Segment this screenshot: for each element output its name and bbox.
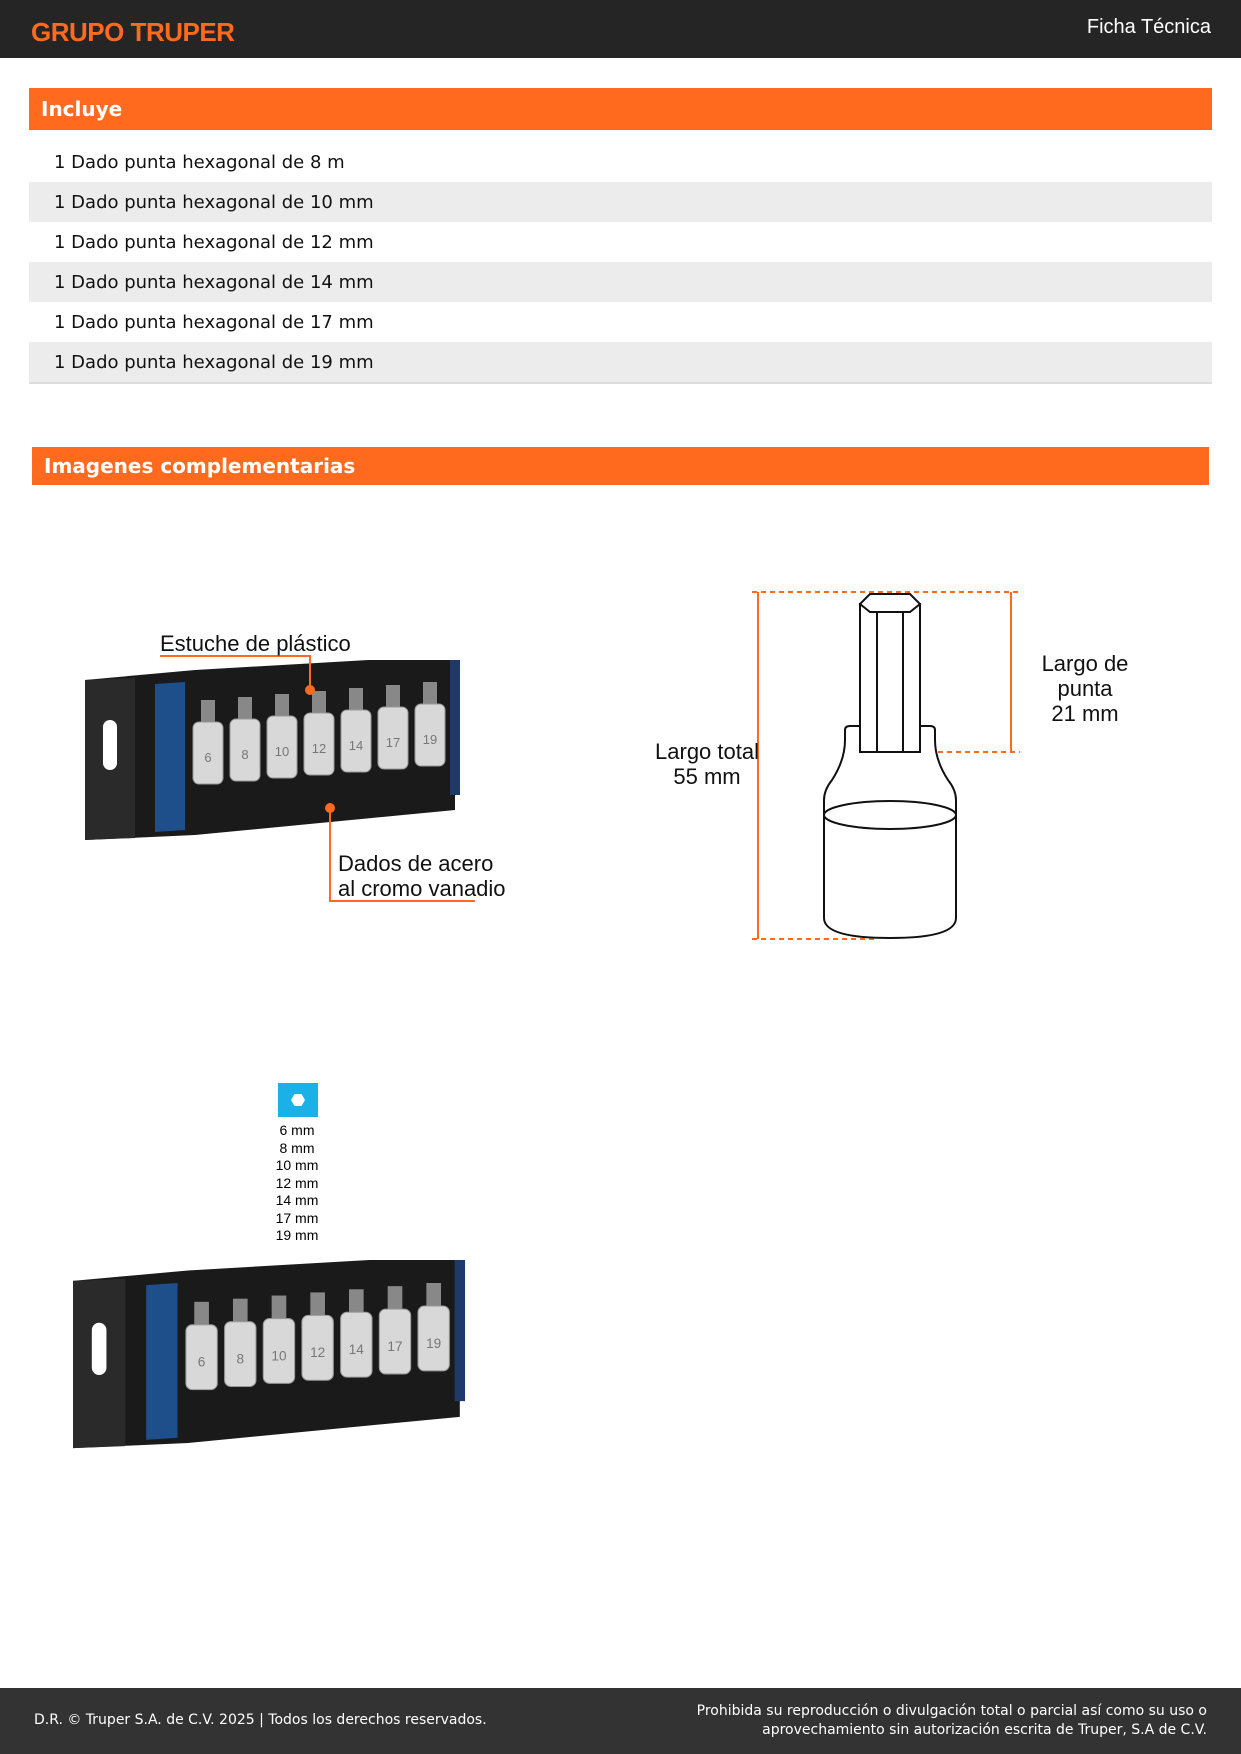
socket-hex-bit [423, 682, 437, 707]
socket-hex-bit [194, 1301, 209, 1328]
list-item: 1 Dado punta hexagonal de 17 mm [54, 311, 374, 333]
socket-size-number: 8 [241, 747, 248, 762]
socket [417, 1305, 450, 1372]
footer: D.R. © Truper S.A. de C.V. 2025 | Todos … [0, 1688, 1241, 1754]
socket [266, 715, 298, 779]
socket [378, 1308, 412, 1375]
section-includes-header: Incluye [29, 88, 1212, 130]
socket [377, 706, 409, 770]
footer-copyright: D.R. © Truper S.A. de C.V. 2025 | Todos … [34, 1712, 487, 1728]
socket-size-number: 19 [423, 732, 437, 747]
size-item: 12 mm [275, 1174, 319, 1191]
label-sockets-line1: Dados de acero [338, 851, 494, 876]
socket-size-number: 6 [204, 750, 211, 765]
includes-list: 1 Dado punta hexagonal de 8 m 1 Dado pun… [29, 142, 1212, 384]
socket [224, 1321, 257, 1388]
socket [414, 703, 446, 767]
list-item: 1 Dado punta hexagonal de 8 m [54, 151, 345, 173]
socket-size-number: 10 [271, 1348, 287, 1363]
socket-size-number: 19 [426, 1336, 441, 1351]
section-images-header: Imagenes complementarias [32, 447, 1209, 485]
socket-size-number: 14 [349, 738, 363, 753]
socket-hex-bit [349, 688, 363, 713]
total-length-value: 55 mm [673, 764, 741, 789]
socket [185, 1324, 218, 1391]
socket [262, 1318, 296, 1384]
socket-size-number: 14 [349, 1342, 365, 1357]
socket [229, 718, 261, 782]
footer-legal: Prohibida su reproducción o divulgación … [697, 1702, 1207, 1740]
socket-size-number: 10 [275, 744, 289, 759]
size-item: 6 mm [279, 1122, 315, 1138]
socket-size-number: 8 [236, 1352, 244, 1367]
socket-set-image-2: 6 8 10 12 14 17 19 [73, 1260, 466, 1449]
hex-drive-icon [278, 1083, 318, 1117]
document-title: Ficha Técnica [1086, 16, 1211, 38]
size-item: 8 mm [279, 1139, 315, 1156]
size-list: 6 mm 8 mm 10 mm 12 mm 14 mm 17 mm 19 mm [262, 1122, 332, 1245]
socket-hex-bit [312, 691, 326, 716]
list-item: 1 Dado punta hexagonal de 19 mm [29, 342, 1212, 382]
socket [340, 1311, 373, 1378]
size-item: 19 mm [275, 1227, 319, 1243]
label-sockets-line2: al cromo vanadio [338, 876, 506, 901]
total-length-label: Largo total [655, 739, 759, 764]
size-item: 14 mm [275, 1192, 319, 1208]
socket-hex-bit [275, 694, 289, 719]
socket-hex-bit [387, 1286, 403, 1313]
socket-set-image-1: 6 8 10 12 14 17 19 [85, 660, 460, 840]
socket [303, 712, 335, 776]
socket-hex-bit [238, 697, 252, 722]
header: GRUPO TRUPER Ficha Técnica [0, 0, 1241, 58]
socket-hex-bit [386, 685, 400, 710]
footer-legal-line1: Prohibida su reproducción o divulgación … [696, 1703, 1207, 1719]
socket-hex-bit [310, 1292, 325, 1319]
socket-dimension-diagram [752, 591, 1020, 940]
tip-length-value: 21 mm [1051, 701, 1119, 726]
socket-hex-bit [201, 700, 215, 725]
case-end-label [450, 660, 460, 795]
tip-length-label: Largo de punta [1041, 651, 1129, 701]
logo: GRUPO TRUPER [31, 17, 235, 47]
socket-size-number: 12 [312, 741, 326, 756]
socket [192, 721, 224, 785]
socket-size-number: 6 [198, 1355, 206, 1370]
size-item: 17 mm [275, 1209, 319, 1226]
socket-size-number: 12 [310, 1345, 325, 1360]
case-end-label [454, 1260, 466, 1402]
socket-hex-bit [426, 1283, 441, 1310]
list-item: 1 Dado punta hexagonal de 14 mm [29, 262, 1212, 302]
socket-size-number: 17 [386, 735, 400, 750]
socket-hex-bit [349, 1289, 364, 1316]
case-label [146, 1283, 178, 1440]
list-item: 1 Dado punta hexagonal de 10 mm [29, 182, 1212, 222]
socket-hex-bit [232, 1298, 248, 1325]
footer-legal-line2: aprovechamiento sin autorización escrita… [762, 1722, 1207, 1738]
socket-hex-bit [271, 1295, 287, 1322]
hang-slot [103, 720, 117, 770]
socket-size-number: 17 [387, 1339, 402, 1354]
case-label [155, 682, 185, 832]
size-item: 10 mm [275, 1157, 319, 1173]
hang-slot [91, 1322, 107, 1375]
socket [340, 709, 372, 773]
label-case: Estuche de plástico [160, 631, 351, 656]
socket [301, 1314, 334, 1381]
list-item: 1 Dado punta hexagonal de 12 mm [54, 231, 374, 253]
